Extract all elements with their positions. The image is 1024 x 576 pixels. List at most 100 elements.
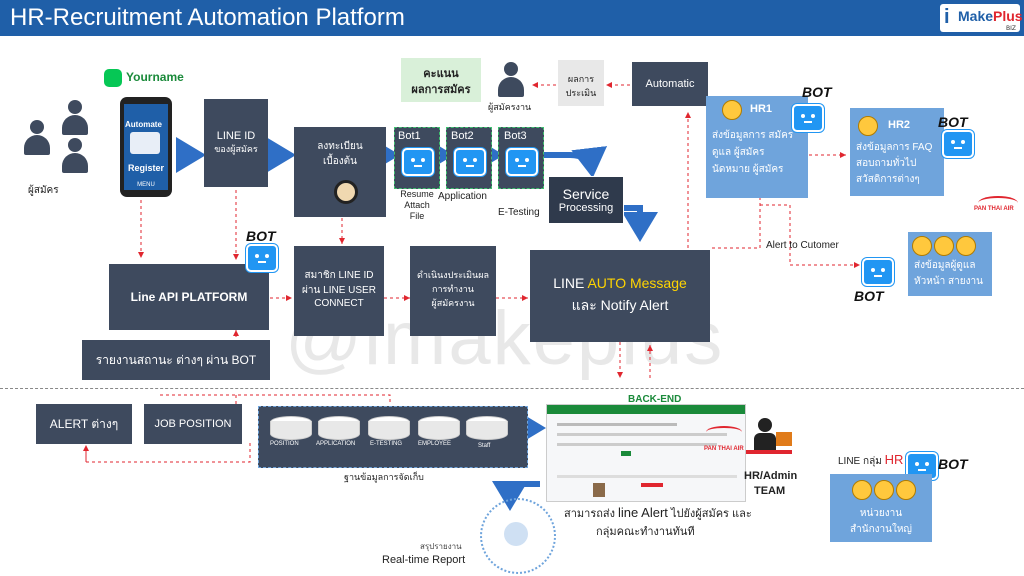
- hr2-title: HR2: [888, 119, 911, 131]
- hq-line2: สำนักงานใหญ่: [850, 524, 912, 535]
- line-api-platform-box: Line API PLATFORM: [109, 264, 269, 330]
- line-alert-note-line2: กลุ่มคณะทำงานทันที: [596, 526, 695, 538]
- hr1-line1: ส่งข้อมูลการ สมัคร: [712, 130, 794, 141]
- eval-line1: ผลการ: [567, 74, 595, 84]
- phone-app-name: Automate: [125, 120, 162, 129]
- back-end-label: BACK-END: [628, 394, 682, 405]
- eval-result-box: [558, 60, 604, 106]
- score-line1: คะแนน: [423, 68, 459, 80]
- hq-avatar-icon: [896, 480, 916, 500]
- phone-register-button[interactable]: Register: [127, 163, 164, 173]
- realtime-report-label: Real-time Report: [382, 554, 466, 566]
- applicant-person-icon: [24, 120, 50, 156]
- db-staff-icon: [466, 416, 508, 442]
- bot3-robot-icon: [506, 148, 538, 176]
- phone-app-image: [130, 132, 160, 154]
- phone-menu-label: MENU: [137, 182, 155, 188]
- hq-avatar-icon: [852, 480, 872, 500]
- realtime-report-core: [504, 522, 528, 546]
- head-avatar-icon: [956, 236, 976, 256]
- hr-admin-line2: TEAM: [754, 485, 786, 497]
- bot1-robot-icon: [402, 148, 434, 176]
- db-employee-icon: [418, 416, 460, 442]
- db-staff-label: Staff: [478, 443, 491, 449]
- head-line2: หัวหน้า สายงาน: [914, 276, 983, 287]
- db-position-icon: [270, 416, 312, 442]
- hr2-line3: สวัสดิการต่างๆ: [856, 174, 920, 185]
- hr-admin-line1: HR/Admin: [744, 470, 798, 482]
- pan-thai-air-logo: [978, 196, 1018, 210]
- line-group-hr-label: LINE กลุ่ม HR: [838, 452, 904, 467]
- status-report-box: รายงานสถานะ ต่างๆ ผ่าน BOT: [82, 340, 270, 380]
- line-group-bot-label: BOT: [938, 456, 968, 472]
- head-robot-icon: [862, 258, 894, 286]
- head-bot-label: BOT: [854, 288, 884, 304]
- db-application-label: APPLICATION: [316, 441, 356, 447]
- hr1-robot-icon: [792, 104, 824, 132]
- alert-box: ALERT ต่างๆ: [36, 404, 132, 444]
- backend-pan-thai-logo: [706, 426, 742, 438]
- hq-line1: หน่วยงาน: [859, 508, 903, 519]
- applicant-person-icon: [62, 100, 88, 136]
- score-line2: ผลการสมัคร: [411, 84, 471, 96]
- section-divider: [0, 388, 1024, 389]
- hq-avatar-icon: [874, 480, 894, 500]
- eval-line2: ประเมิน: [565, 88, 597, 98]
- candidate-person-icon: [498, 62, 524, 98]
- automatic-box: Automatic: [632, 62, 708, 106]
- bot3-caption: E-Testing: [498, 207, 540, 218]
- hr2-line1: ส่งข้อมูลการ FAQ: [856, 142, 933, 153]
- db-etesting-label: E-TESTING: [370, 441, 403, 447]
- bot2-robot-icon: [454, 148, 486, 176]
- line-yourname: Yourname: [126, 70, 184, 84]
- line-api-bot-label: BOT: [246, 228, 276, 244]
- hr2-robot-icon: [942, 130, 974, 158]
- applicants-label: ผู้สมัคร: [28, 185, 59, 196]
- db-employee-label: EMPLOYEE: [418, 441, 452, 447]
- line-auto-message-box: LINE AUTO Message และ Notify Alert: [530, 250, 710, 342]
- page-title: HR-Recruitment Automation Platform: [10, 4, 405, 31]
- backend-screenshot: [546, 404, 746, 502]
- bot2-caption: Application: [438, 191, 487, 202]
- db-etesting-icon: [368, 416, 410, 442]
- candidate-label: ผู้สมัครงาน: [488, 102, 532, 112]
- hr-admin-desk-icon: [744, 418, 794, 462]
- hr1-bot-label: BOT: [802, 84, 832, 100]
- hr2-bot-label: BOT: [938, 114, 968, 130]
- job-position-box: JOB POSITION: [144, 404, 242, 444]
- db-caption: ฐานข้อมูลการจัดเก็บ: [344, 472, 424, 482]
- workflow-eval-box: ดำเนินงประเมินผลการทำงานผู้สมัครงาน: [410, 246, 496, 336]
- hr1-title: HR1: [750, 103, 773, 115]
- line-alert-note-line1: สามารถส่ง line Alert ไปยังผู้สมัคร และ: [564, 505, 752, 520]
- register-box: ลงทะเบียนเบื้องต้น: [294, 127, 386, 217]
- hr2-avatar-icon: [858, 116, 878, 136]
- score-result-box: [401, 58, 481, 102]
- alert-to-customer-label: Alert to Cutomer: [766, 240, 839, 251]
- title-bar: [0, 0, 1024, 36]
- head-avatar-icon: [912, 236, 932, 256]
- line-icon: [104, 69, 122, 87]
- db-application-icon: [318, 416, 360, 442]
- bot3-label: Bot3: [504, 130, 527, 142]
- hr1-line3: นัดหมาย ผู้สมัคร: [712, 164, 784, 175]
- bot2-label: Bot2: [451, 130, 474, 142]
- magnifier-icon: [334, 180, 358, 204]
- realtime-report-graphic: [480, 498, 556, 574]
- line-api-robot-icon: [246, 244, 278, 272]
- bot1-label: Bot1: [398, 130, 421, 142]
- pan-thai-air-label: PAN THAI AIR: [974, 206, 1014, 212]
- backend-pan-thai-label: PAN THAI AIR: [704, 446, 744, 452]
- hr1-avatar-icon: [722, 100, 742, 120]
- head-line1: ส่งข้อมูลผู้ดูแล: [914, 260, 976, 271]
- hr2-line2: สอบถามทั่วไป: [856, 158, 917, 169]
- db-position-label: POSITION: [270, 441, 299, 447]
- applicant-person-icon: [62, 138, 88, 174]
- realtime-small-label: สรุปรายงาน: [420, 542, 462, 551]
- imakeplus-logo: i MakePlus BIZ: [940, 4, 1023, 32]
- hr1-line2: ดูแล ผู้สมัคร: [712, 147, 765, 158]
- head-avatar-icon: [934, 236, 954, 256]
